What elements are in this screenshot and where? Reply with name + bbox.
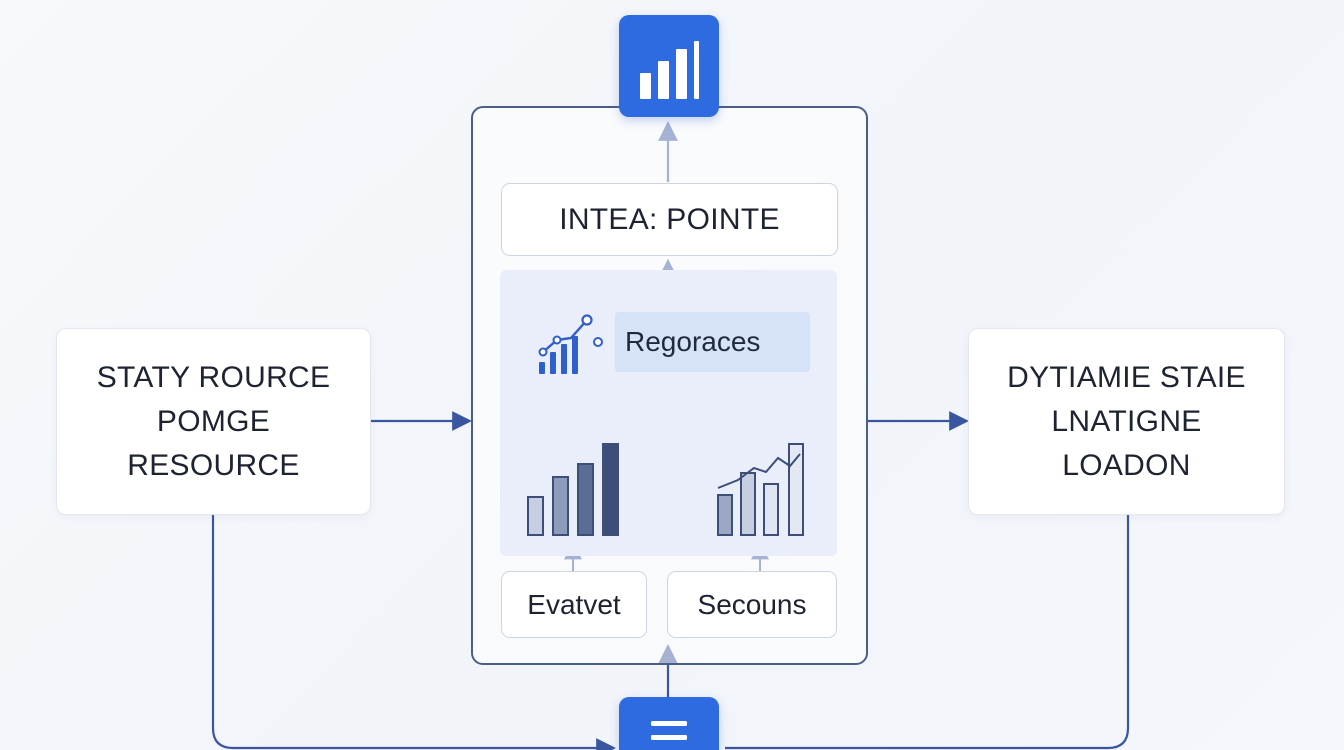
bar-chart-icon — [640, 41, 699, 99]
bar-left-1 — [527, 496, 544, 536]
node-right-line-3: LOADON — [1062, 448, 1191, 482]
trend-line-right — [717, 453, 801, 489]
connector-left-loop — [211, 515, 616, 750]
bar-chart-left — [527, 443, 619, 536]
bar-right-1 — [717, 494, 733, 536]
node-right[interactable]: DYTIAMIE STAIE LNATIGNE LOADON — [968, 328, 1285, 515]
node-top-label[interactable]: INTEA: POINTE — [501, 183, 838, 256]
node-middle-chip[interactable]: Regoraces — [615, 312, 810, 372]
bar-left-3 — [577, 463, 594, 536]
bottom-tile[interactable] — [619, 697, 719, 750]
bar-chart-right — [717, 443, 804, 536]
node-bottom-left[interactable]: Evatvet — [501, 571, 647, 638]
node-left-line-2: POMGE — [156, 404, 271, 438]
node-right-line-1: DYTIAMIE STAIE — [1007, 360, 1246, 394]
bar-right-3 — [763, 483, 779, 536]
bar-right-2 — [740, 472, 756, 536]
bar-left-2 — [552, 476, 569, 536]
node-middle-chip-text: Regoraces — [625, 326, 761, 357]
node-left[interactable]: STATY ROURCE POMGE RESOURCE — [56, 328, 371, 515]
node-left-line-3: RESOURCE — [127, 448, 300, 482]
top-tile[interactable] — [619, 15, 719, 117]
node-right-line-2: LNATIGNE — [1051, 404, 1202, 438]
node-top-label-text: INTEA: POINTE — [559, 202, 780, 236]
document-icon — [651, 721, 687, 740]
node-bottom-right-text: Secouns — [697, 588, 807, 620]
bar-right-4 — [788, 443, 804, 536]
node-left-line-1: STATY ROURCE — [96, 360, 331, 394]
trend-chart-icon — [538, 314, 603, 374]
node-bottom-right[interactable]: Secouns — [667, 571, 837, 638]
node-bottom-left-text: Evatvet — [527, 588, 621, 620]
connector-right-loop — [725, 515, 1130, 750]
bar-left-4 — [602, 443, 619, 536]
